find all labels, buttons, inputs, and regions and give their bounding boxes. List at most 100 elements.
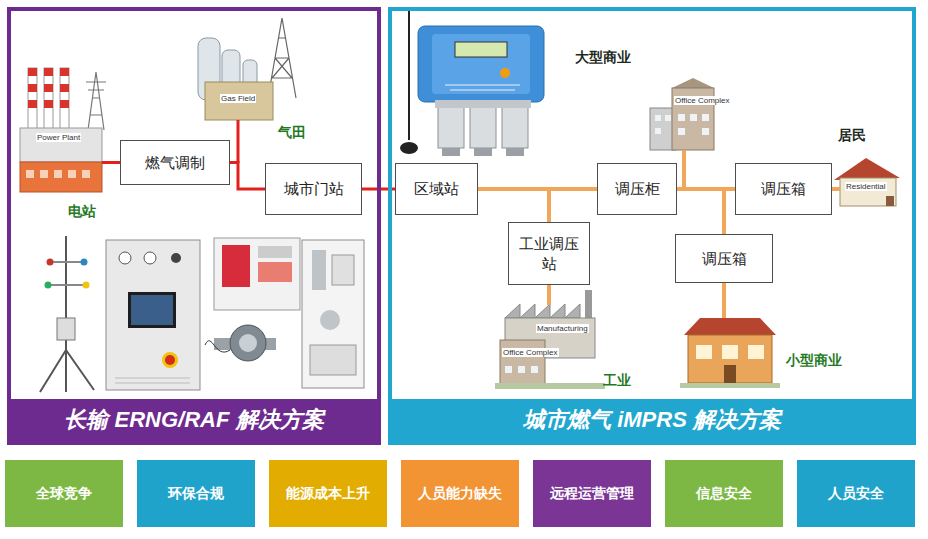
metering-device-illustration-part <box>438 102 464 148</box>
site-label: 大型商业 <box>575 49 631 65</box>
office-building-illustration-part <box>672 78 714 88</box>
box-label: 人员能力缺失 <box>418 484 502 502</box>
power-plant-illustration-part <box>54 170 62 178</box>
box-label: 环保合规 <box>168 484 224 502</box>
measurement-equipment-photos-part <box>310 345 356 375</box>
site-label: 电站 <box>68 203 96 219</box>
challenge-tag: 能源成本上升 <box>269 460 387 527</box>
factory-illustration-part <box>500 340 545 385</box>
measurement-equipment-photos-part <box>57 318 75 340</box>
measurement-equipment-photos-part <box>230 325 266 361</box>
power-plant-illustration-part <box>44 68 53 130</box>
metering-device-illustration-part <box>474 148 492 156</box>
metering-device-illustration-part <box>470 102 496 148</box>
power-plant-illustration-part <box>26 170 34 178</box>
panel-title: 城市燃气 iMPRS 解决方案 <box>392 399 912 441</box>
challenge-tag: 全球竞争 <box>5 460 123 527</box>
shop-illustration-part <box>722 345 738 359</box>
metering-device-illustration <box>400 8 544 156</box>
office-building-illustration-part <box>678 128 685 135</box>
metering-device-illustration-part <box>499 100 531 108</box>
power-plant-illustration-part <box>60 84 69 92</box>
site-label: 居民 <box>838 127 866 143</box>
metering-device-illustration-part <box>442 148 460 156</box>
shop-illustration-part <box>684 318 776 335</box>
box-label: 调压箱 <box>761 179 806 199</box>
station-box: 城市门站 <box>265 163 362 215</box>
power-plant-illustration-part <box>68 170 76 178</box>
office-building-illustration-part <box>690 114 697 121</box>
measurement-equipment-photos-part <box>144 252 156 264</box>
metering-device-illustration-part <box>500 68 510 78</box>
metering-device-illustration-part <box>467 100 499 108</box>
factory-illustration-part <box>495 383 605 389</box>
box-label: 远程运营管理 <box>550 484 634 502</box>
shop-illustration-part <box>688 335 772 383</box>
measurement-equipment-photos-part <box>45 282 52 289</box>
factory-illustration-part <box>518 366 525 373</box>
factory-illustration-part <box>505 366 512 373</box>
factory-illustration <box>495 285 605 389</box>
power-plant-illustration-part <box>20 162 102 192</box>
measurement-equipment-photos-part <box>171 253 181 263</box>
house-illustration-part <box>834 158 900 180</box>
station-box: 工业调压站 <box>508 222 590 285</box>
measurement-equipment-photos-part <box>258 246 292 258</box>
metering-device-illustration-part <box>455 42 507 57</box>
office-building-illustration-part <box>655 128 661 134</box>
metering-device-illustration-part <box>502 102 528 148</box>
metering-device-illustration-part <box>432 34 530 94</box>
measurement-equipment-photos-part <box>320 310 340 330</box>
measurement-equipment-photos-part <box>222 245 250 287</box>
house-illustration <box>832 158 900 206</box>
station-box: 调压柜 <box>597 163 677 215</box>
measurement-equipment-photos-part <box>258 262 292 282</box>
illustration-sign: Residential <box>845 182 887 191</box>
office-building-illustration-part <box>702 128 709 135</box>
metering-device-illustration-part <box>445 85 520 90</box>
shop-illustration-part <box>722 283 726 318</box>
measurement-equipment-photos-part <box>83 282 90 289</box>
power-plant-illustration-part <box>28 84 37 92</box>
shop-illustration-part <box>680 383 780 388</box>
power-plant-illustration-part <box>86 72 106 130</box>
office-building-illustration-part <box>702 114 709 121</box>
house-illustration-part <box>840 178 896 206</box>
house-illustration-part <box>886 196 894 206</box>
pipeline-connector <box>230 163 265 190</box>
box-label: 工业调压站 <box>515 234 583 273</box>
metering-device-illustration-part <box>418 26 544 102</box>
power-plant-illustration-part <box>40 170 48 178</box>
box-label: 城市门站 <box>284 179 344 199</box>
power-plant-illustration-part <box>60 68 69 130</box>
power-plant-illustration-part <box>60 100 69 108</box>
power-plant-illustration-part <box>44 84 53 92</box>
house-illustration-part <box>832 187 840 191</box>
power-plant-illustration-part <box>102 161 120 164</box>
site-label: 气田 <box>278 124 306 140</box>
office-building-illustration-part <box>665 115 671 121</box>
factory-illustration-part <box>531 366 538 373</box>
shop-illustration-part <box>724 365 736 383</box>
measurement-equipment-photos-part <box>332 255 354 285</box>
factory-illustration-part <box>547 285 551 305</box>
measurement-equipment-photos-part <box>48 262 86 285</box>
station-box: 区域站 <box>395 163 478 215</box>
solution-panel: 城市燃气 iMPRS 解决方案区域站工业调压站调压柜调压箱调压箱 <box>388 7 916 445</box>
illustration-sign: Office Complex <box>674 96 731 105</box>
gas-field-illustration-part <box>205 82 273 120</box>
measurement-equipment-photos-part <box>162 352 178 368</box>
station-box: 燃气调制 <box>120 140 230 185</box>
illustration-sign: Office Complex <box>502 348 559 357</box>
power-plant-illustration-part <box>28 100 37 108</box>
measurement-equipment-photos-part <box>312 250 326 290</box>
shop-illustration-part <box>748 345 764 359</box>
site-label: 工业 <box>603 372 631 388</box>
box-label: 信息安全 <box>696 484 752 502</box>
power-plant-illustration-part <box>28 68 37 76</box>
measurement-equipment-photos-part <box>165 355 175 365</box>
